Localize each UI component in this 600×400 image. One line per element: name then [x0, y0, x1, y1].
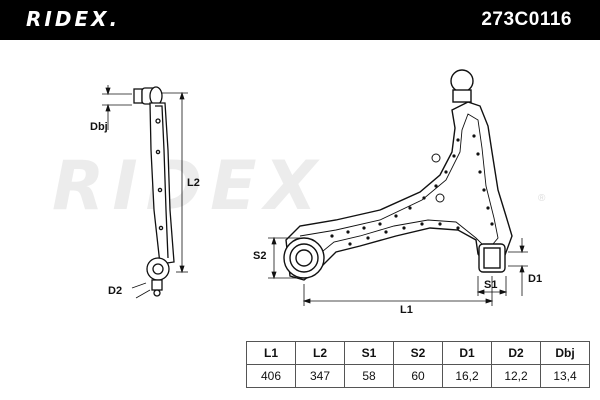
l2-dimension	[162, 91, 188, 274]
technical-drawing: Dbj L2 D2	[90, 69, 542, 316]
s1-dimension	[476, 276, 508, 296]
d1-label: D1	[528, 273, 542, 285]
s2-dimension	[268, 236, 300, 280]
value-s1: 58	[344, 364, 394, 388]
l1-label: L1	[400, 304, 413, 316]
l1-dimension	[302, 276, 494, 306]
specs-table: L1 L2 S1 S2 D1 D2 Dbj 406 347 58 60 16,2…	[246, 341, 590, 388]
specs-header-row: L1 L2 S1 S2 D1 D2 Dbj	[246, 341, 590, 365]
value-d2: 12,2	[491, 364, 541, 388]
header-s2: S2	[393, 341, 443, 365]
s2-label: S2	[253, 250, 266, 262]
header-d2: D2	[491, 341, 541, 365]
header-bar: RIDEX. 273C0116	[0, 0, 600, 40]
watermark-registered-mark: ®	[538, 193, 546, 204]
value-l1: 406	[246, 364, 296, 388]
value-d1: 16,2	[442, 364, 492, 388]
part-number: 273C0116	[481, 9, 572, 30]
value-s2: 60	[393, 364, 443, 388]
header-s1: S1	[344, 341, 394, 365]
brand-logo: RIDEX.	[26, 7, 121, 31]
specs-value-row: 406 347 58 60 16,2 12,2 13,4	[246, 364, 590, 388]
arm-top-view	[283, 69, 513, 281]
watermark-text: RIDEX	[52, 147, 325, 226]
d2-dimension	[131, 282, 151, 299]
d2-label: D2	[108, 285, 122, 297]
header-l2: L2	[295, 341, 345, 365]
dbj-label: Dbj	[90, 121, 108, 133]
dbj-dimension	[102, 85, 132, 130]
s1-label: S1	[484, 279, 497, 291]
d1-dimension	[508, 238, 528, 296]
header-dbj: Dbj	[540, 341, 590, 365]
header-l1: L1	[246, 341, 296, 365]
arm-side-view	[133, 86, 175, 297]
rivet-dots	[330, 134, 494, 246]
header-d1: D1	[442, 341, 492, 365]
l2-label: L2	[187, 177, 200, 189]
value-l2: 347	[295, 364, 345, 388]
value-dbj: 13,4	[540, 364, 590, 388]
